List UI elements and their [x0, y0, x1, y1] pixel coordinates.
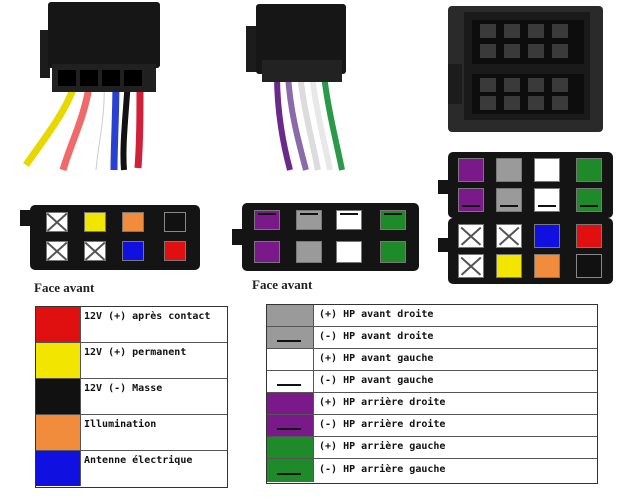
color-swatch-grey — [267, 305, 314, 326]
legend-label: 12V (+) permanent — [84, 347, 187, 358]
legend-label: (-) HP avant droite — [319, 331, 434, 342]
color-swatch-black — [36, 379, 81, 414]
legend-label: (-) HP avant gauche — [319, 375, 434, 386]
connector-tab — [20, 210, 32, 226]
pin-purple — [254, 241, 280, 263]
speaker-legend-table: (+) HP avant droite (-) HP avant droite … — [266, 304, 598, 484]
pin-purple-neg — [254, 210, 280, 230]
legend-label: (+) HP avant gauche — [319, 353, 434, 364]
pin-green — [380, 241, 406, 263]
speaker-pin-diagram — [242, 203, 419, 271]
pin-red — [164, 241, 186, 261]
pin-black — [164, 212, 186, 232]
color-swatch-green — [267, 437, 314, 458]
pin-grey-neg — [496, 188, 522, 212]
legend-label: (+) HP avant droite — [319, 309, 434, 320]
pin-yellow — [496, 254, 522, 278]
pin-red — [576, 224, 602, 248]
socket-power-pin-diagram — [448, 218, 613, 284]
color-swatch-red — [36, 307, 81, 342]
connector-tab — [438, 180, 450, 194]
legend-label: 12V (-) Masse — [84, 383, 163, 394]
legend-row: 12V (-) Masse — [36, 379, 227, 415]
pin-blue — [122, 241, 144, 261]
legend-row: (+) HP avant gauche — [267, 349, 597, 371]
car-socket-photo — [448, 6, 603, 132]
pin-unused — [496, 224, 522, 248]
connector-tab — [232, 229, 244, 245]
pin-green — [576, 158, 602, 182]
legend-row: (-) HP arrière droite — [267, 415, 597, 437]
color-swatch-yellow — [36, 343, 81, 378]
legend-row: (+) HP arrière droite — [267, 393, 597, 415]
face-avant-label: Face avant — [252, 277, 313, 292]
pin-orange — [122, 212, 144, 232]
pin-grey — [496, 158, 522, 182]
power-connector-photo — [23, 2, 160, 171]
pin-purple — [458, 158, 484, 182]
legend-row: 12V (+) permanent — [36, 343, 227, 379]
socket-speaker-pin-diagram — [448, 152, 613, 218]
pin-unused — [458, 254, 484, 278]
pin-unused — [84, 241, 106, 261]
pin-green-neg — [576, 188, 602, 212]
pin-black — [576, 254, 602, 278]
color-swatch-orange — [36, 415, 81, 450]
color-swatch-purple — [267, 393, 314, 414]
legend-row: Antenne électrique — [36, 451, 227, 486]
legend-label: (+) HP arrière droite — [319, 397, 446, 408]
legend-label: Antenne électrique — [84, 455, 193, 466]
legend-label: 12V (+) après contact — [84, 311, 211, 322]
color-swatch-white-striped — [267, 371, 314, 392]
pin-yellow — [84, 212, 106, 232]
pin-orange — [534, 254, 560, 278]
pin-white-neg — [336, 210, 362, 230]
pin-unused — [46, 212, 68, 232]
legend-label: (+) HP arrière gauche — [319, 441, 446, 452]
color-swatch-grey-striped — [267, 327, 314, 348]
pin-green-neg — [380, 210, 406, 230]
legend-row: 12V (+) après contact — [36, 307, 227, 343]
legend-row: (+) HP arrière gauche — [267, 437, 597, 459]
legend-row: (-) HP avant gauche — [267, 371, 597, 393]
legend-row: (+) HP avant droite — [267, 305, 597, 327]
pin-white — [534, 158, 560, 182]
color-swatch-blue — [36, 451, 81, 486]
connector-tab — [438, 238, 450, 252]
pin-white-neg — [534, 188, 560, 212]
pin-grey — [296, 241, 322, 263]
power-legend-table: 12V (+) après contact 12V (+) permanent … — [35, 306, 228, 488]
color-swatch-purple-striped — [267, 415, 314, 436]
pin-purple-neg — [458, 188, 484, 212]
speaker-connector-photo — [246, 4, 346, 171]
legend-row: (-) HP avant droite — [267, 327, 597, 349]
legend-label: (-) HP arrière gauche — [319, 464, 446, 475]
legend-row: Illumination — [36, 415, 227, 451]
pin-unused — [46, 241, 68, 261]
pin-blue — [534, 224, 560, 248]
power-pin-diagram — [30, 205, 200, 270]
legend-row: (-) HP arrière gauche — [267, 459, 597, 482]
pin-white — [336, 241, 362, 263]
legend-label: (-) HP arrière droite — [319, 419, 446, 430]
pin-unused — [458, 224, 484, 248]
color-swatch-green-striped — [267, 459, 314, 482]
face-avant-label: Face avant — [34, 280, 95, 295]
pin-grey-neg — [296, 210, 322, 230]
color-swatch-white — [267, 349, 314, 370]
legend-label: Illumination — [84, 419, 157, 430]
